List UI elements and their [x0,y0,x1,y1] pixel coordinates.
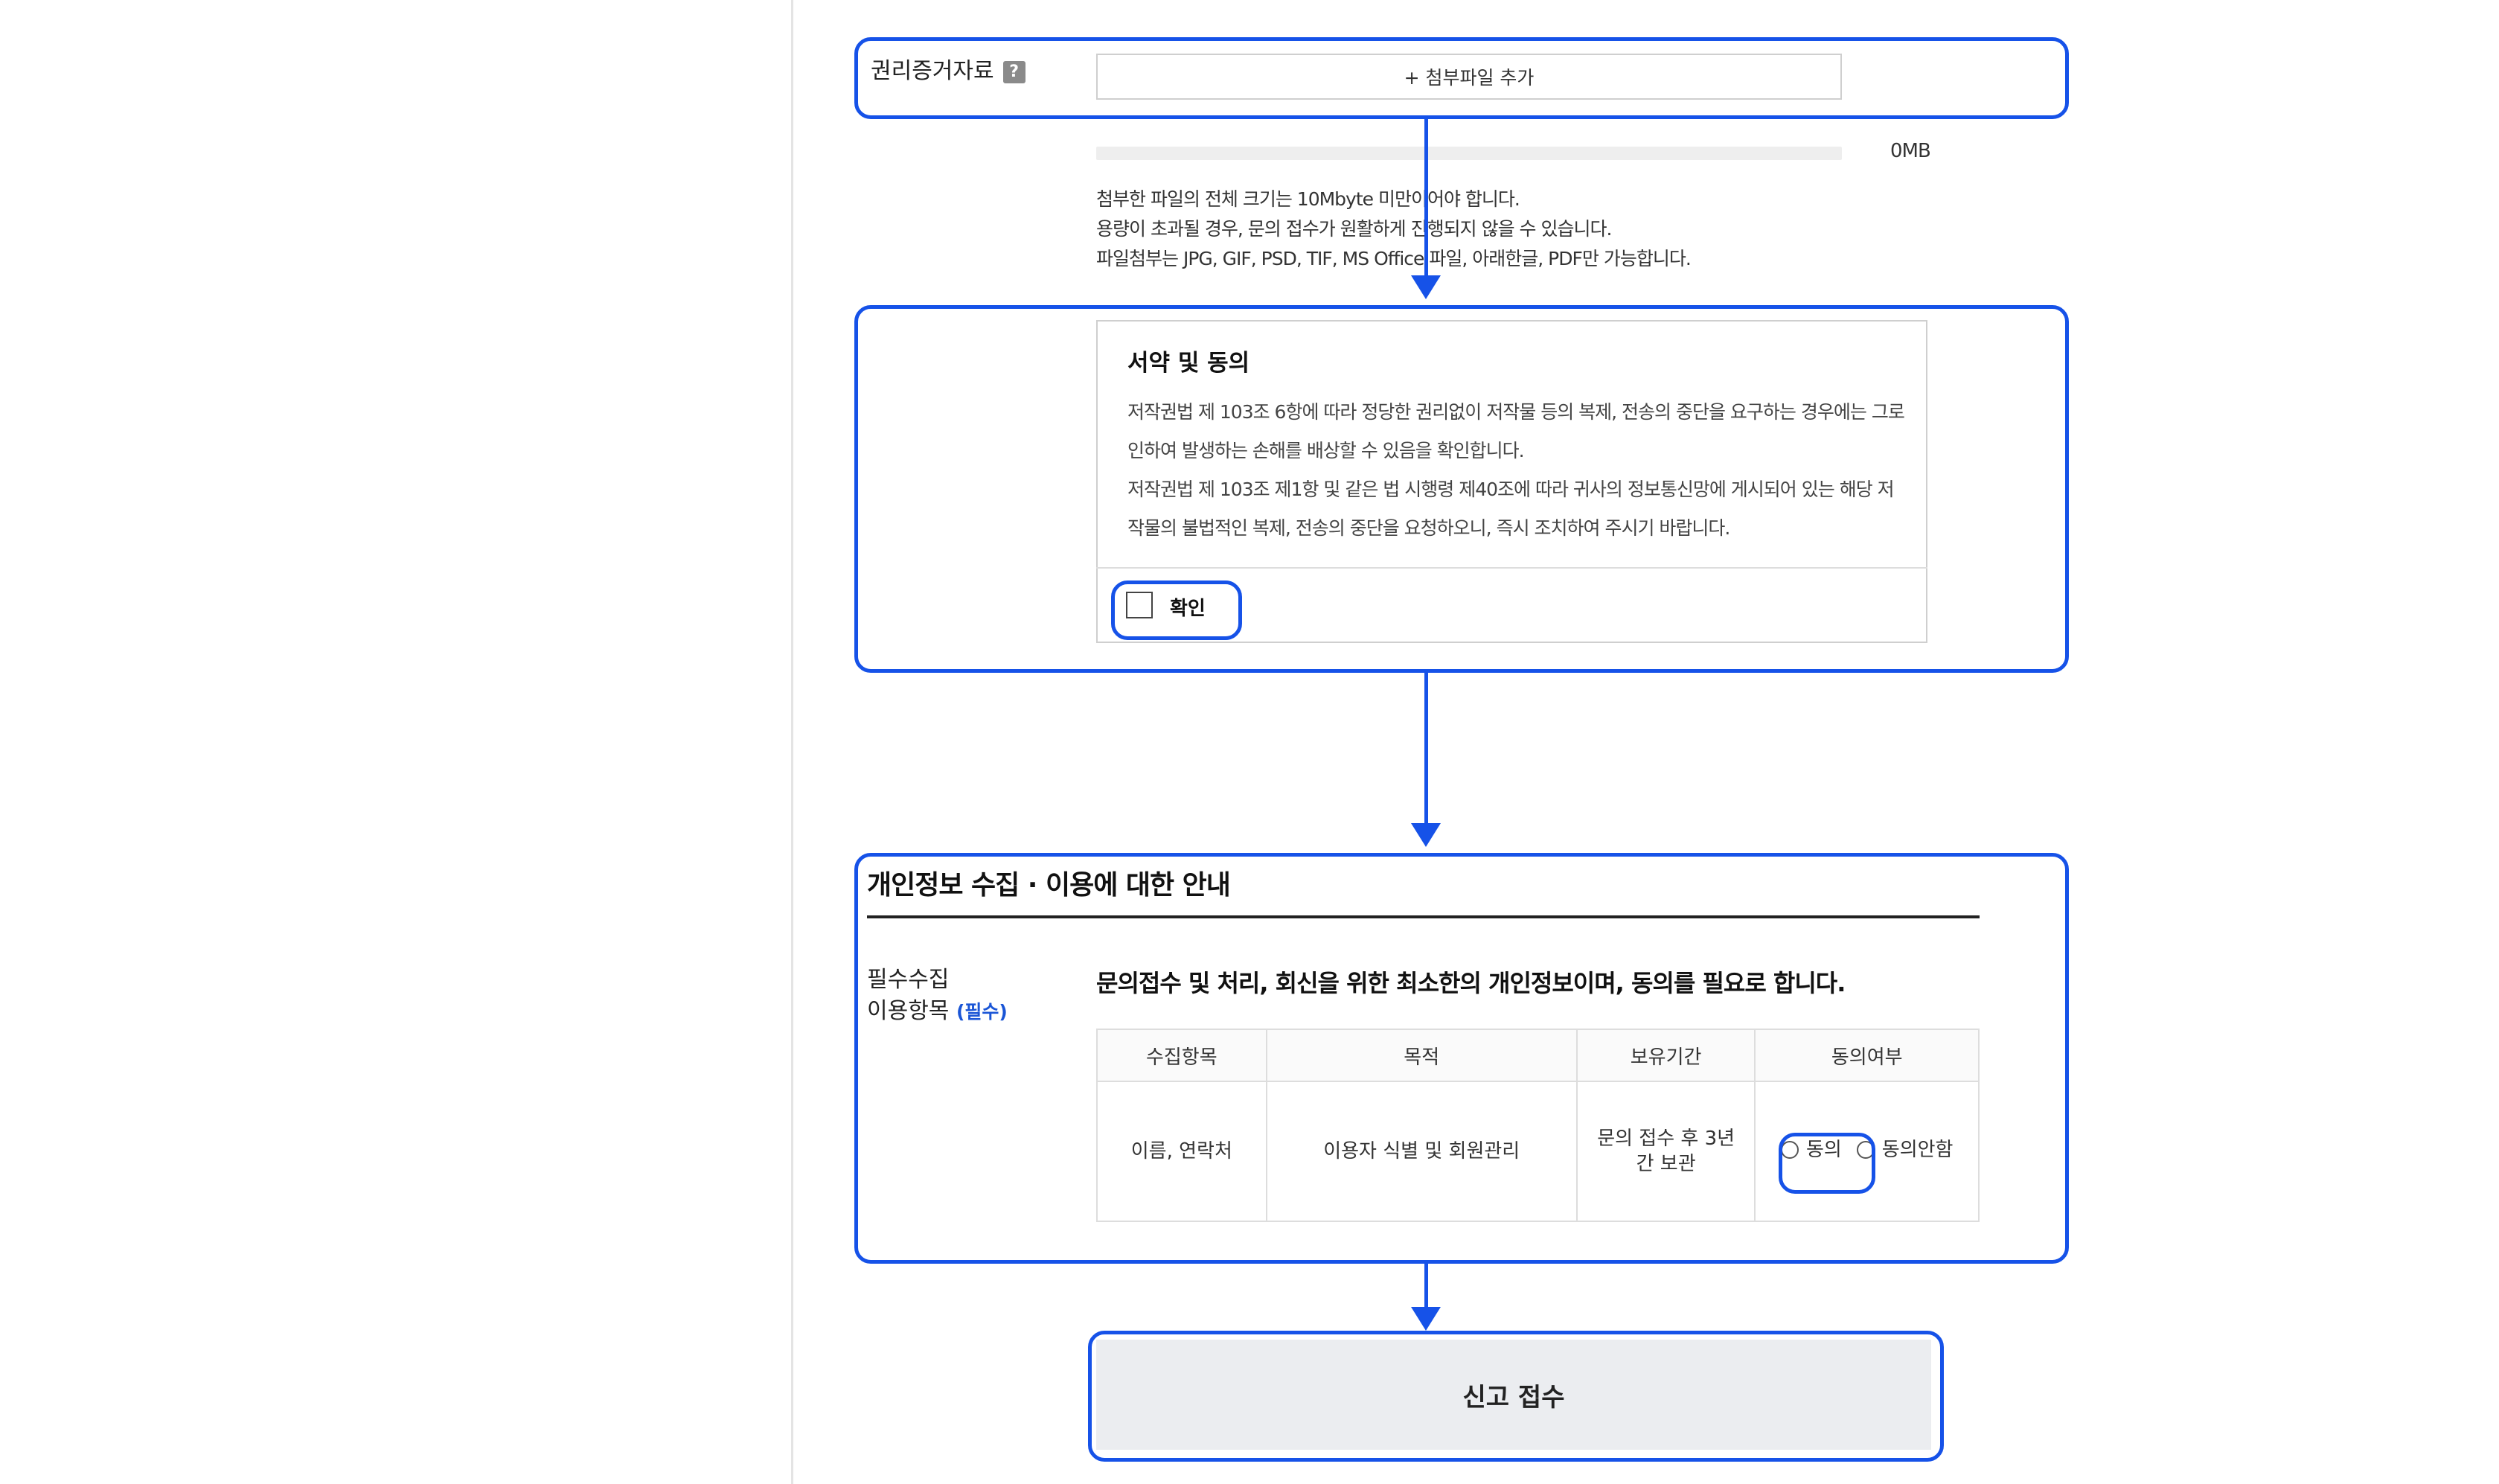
annotation-arrow-1 [1424,119,1428,283]
privacy-section-title: 개인정보 수집 · 이용에 대한 안내 [867,870,1231,901]
confirm-checkbox-label[interactable]: 확인 [1170,598,1206,620]
help-icon[interactable]: ? [1002,60,1025,83]
retention-line1: 문의 접수 후 3년 [1597,1128,1735,1150]
terms-separator [1096,567,1927,569]
disagree-radio-option[interactable]: 동의안함 [1856,1137,1954,1162]
privacy-lead-text: 문의접수 및 처리, 회신을 위한 최소한의 개인정보이며, 동의를 필요로 합… [1096,969,1846,997]
upload-size-text: 0MB [1890,140,1931,162]
retention-line2: 간 보관 [1636,1153,1696,1175]
disagree-radio[interactable] [1856,1141,1875,1159]
confirm-checkbox[interactable] [1126,592,1153,618]
privacy-section-rule [867,915,1980,918]
table-cell-purpose: 이용자 식별 및 회원관리 [1265,1081,1578,1222]
terms-box [1096,320,1927,643]
terms-text: 저작권법 제 103조 6항에 따라 정당한 권리없이 저작물 등의 복제, 전… [1127,393,1909,548]
disagree-label[interactable]: 동의안함 [1881,1139,1954,1161]
annotation-arrow-3 [1424,1264,1428,1311]
table-header-purpose: 목적 [1265,1029,1578,1082]
table-cell-items: 이름, 연락처 [1096,1081,1267,1222]
evidence-label: 권리증거자료 [871,58,994,84]
agree-radio[interactable] [1780,1141,1799,1159]
privacy-table: 수집항목 목적 보유기간 동의여부 이름, 연락처 이용자 식별 및 회원관리 … [1096,1029,1980,1222]
required-label-line1: 필수수집 [867,967,950,993]
terms-line: 저작권법 제 103조 제1항 및 같은 법 시행령 제40조에 따라 귀사의 … [1127,479,1895,500]
add-attachment-button[interactable]: + 첨부파일 추가 [1096,54,1842,100]
table-header-row: 수집항목 목적 보유기간 동의여부 [1096,1029,1980,1082]
required-items-label: 필수수집 이용항목 (필수) [867,965,1008,1028]
terms-line: 인하여 발생하는 손해를 배상할 수 있음을 확인합니다. [1127,440,1525,461]
attachment-notes: 첨부한 파일의 전체 크기는 10Mbyte 미만이어야 합니다. 용량이 초과… [1096,185,1692,274]
annotation-arrow-2 [1424,673,1428,831]
agree-label[interactable]: 동의 [1805,1139,1842,1161]
table-header-consent: 동의여부 [1754,1029,1980,1082]
table-header-items: 수집항목 [1096,1029,1267,1082]
annotation-arrowhead-2 [1411,823,1441,847]
required-label-line2: 이용항목 [867,998,950,1024]
table-cell-retention: 문의 접수 후 3년 간 보관 [1575,1081,1756,1222]
agree-radio-option[interactable]: 동의 [1780,1137,1842,1162]
annotation-arrowhead-1 [1411,275,1441,299]
annotation-arrowhead-3 [1411,1307,1441,1331]
left-divider [791,0,793,1484]
attachment-note: 첨부한 파일의 전체 크기는 10Mbyte 미만이어야 합니다. [1096,188,1520,210]
evidence-label-row: 권리증거자료? [871,52,1025,85]
table-row: 이름, 연락처 이용자 식별 및 회원관리 문의 접수 후 3년 간 보관 동의… [1096,1081,1980,1222]
table-cell-consent: 동의 동의안함 [1754,1081,1980,1222]
upload-progress-bar [1096,147,1842,160]
attachment-note: 용량이 초과될 경우, 문의 접수가 원활하게 진행되지 않을 수 있습니다. [1096,218,1612,240]
submit-report-button[interactable]: 신고 접수 [1096,1340,1931,1450]
terms-title: 서약 및 동의 [1127,350,1250,377]
attachment-note: 파일첨부는 JPG, GIF, PSD, TIF, MS Office 파일, … [1096,248,1692,269]
required-badge: (필수) [956,1001,1008,1023]
terms-line: 저작권법 제 103조 6항에 따라 정당한 권리없이 저작물 등의 복제, 전… [1127,401,1905,423]
terms-line: 작물의 불법적인 복제, 전송의 중단을 요청하오니, 즉시 조치하여 주시기 … [1127,517,1730,539]
table-header-retention: 보유기간 [1575,1029,1756,1082]
